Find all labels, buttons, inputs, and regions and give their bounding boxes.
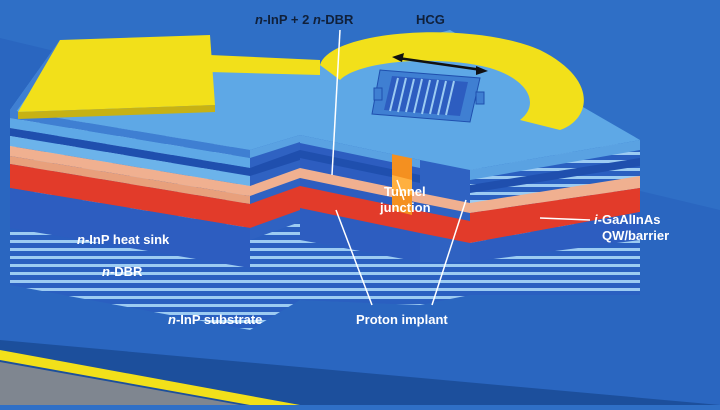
- label-hcg: HCG: [416, 12, 445, 27]
- leader-tunnel: [396, 179, 405, 201]
- center-mesa-front: [300, 135, 420, 305]
- label-dbr: n-DBR: [102, 264, 143, 279]
- leader-top-layers: [331, 29, 341, 176]
- hcg-grating: [371, 69, 485, 123]
- notch-walls: [250, 135, 300, 330]
- label-substrate: n-InP substrate: [168, 312, 262, 327]
- leader-proton-1: [335, 209, 373, 306]
- left-block-front-face: [10, 110, 250, 330]
- right-notch-walls: [420, 160, 470, 305]
- leader-lines: [331, 29, 591, 306]
- leader-proton-2: [431, 199, 467, 306]
- gold-contact: [18, 32, 584, 131]
- label-tunnel-line2: junction: [379, 200, 431, 215]
- label-proton-implant: Proton implant: [356, 312, 448, 327]
- label-active-line1: i-GaAlInAs: [594, 212, 660, 227]
- label-tunnel-line1: Tunnel: [384, 184, 426, 199]
- hcg-width-arrow: [392, 53, 488, 75]
- right-block-front-face: [470, 140, 640, 295]
- leader-active: [539, 217, 591, 221]
- label-heat-sink: n-InP heat sink: [77, 232, 170, 247]
- label-active-line2: QW/barrier: [602, 228, 669, 243]
- label-top-layers: n-InP + 2 n-DBR: [255, 12, 354, 27]
